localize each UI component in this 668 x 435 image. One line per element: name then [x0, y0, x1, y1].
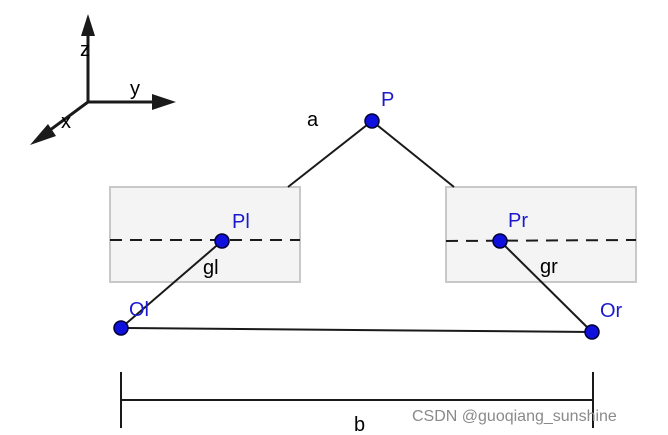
ray-p-right	[371, 120, 455, 188]
baseline-dimension: b	[120, 372, 594, 435]
point-pl	[214, 233, 230, 249]
label-p: P	[381, 89, 394, 111]
y-axis-label: y	[130, 78, 140, 100]
label-gr: gr	[540, 256, 558, 278]
label-b: b	[354, 414, 365, 435]
x-axis-arrowhead	[30, 124, 56, 145]
right-scanline	[445, 239, 637, 242]
segment-gl	[120, 240, 223, 329]
label-pr: Pr	[508, 210, 528, 232]
left-image-plane	[109, 186, 301, 283]
y-axis-arrowhead	[152, 94, 176, 110]
baseline-ol-or	[120, 327, 593, 333]
label-gl: gl	[203, 257, 219, 279]
point-p	[364, 113, 380, 129]
z-axis-arrowhead	[81, 14, 95, 36]
z-axis-label: z	[80, 39, 90, 61]
point-ol	[113, 320, 129, 336]
csdn-watermark: CSDN @guoqiang_sunshine	[412, 408, 617, 425]
ray-p-left	[287, 120, 373, 188]
coordinate-axes: z y x	[30, 14, 176, 145]
point-or	[584, 324, 600, 340]
label-ol: Ol	[129, 299, 149, 321]
x-axis-label: x	[61, 111, 71, 133]
segment-gr	[499, 240, 593, 333]
label-or: Or	[600, 300, 623, 322]
label-pl: Pl	[232, 211, 250, 233]
point-pr	[492, 233, 508, 249]
label-a: a	[307, 109, 319, 131]
